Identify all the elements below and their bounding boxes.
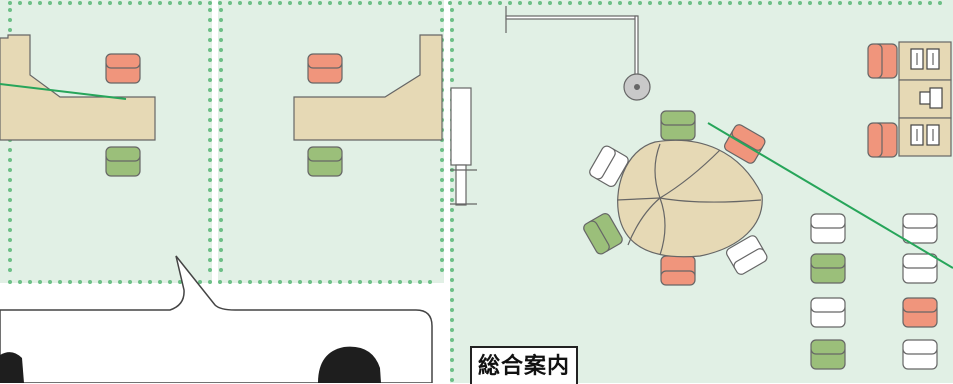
chair-icon [810,213,846,244]
floor-zone-left [0,0,212,283]
desk-icon [293,34,443,141]
person-illustration [318,346,381,383]
partition-panel [450,87,472,166]
chair-icon [810,339,846,370]
stand-post [455,164,467,206]
desk-icon [0,34,156,141]
round-table-icon [581,110,770,286]
sightline [707,122,953,269]
chair-icon [307,146,343,177]
chair-icon [902,339,938,370]
chair-icon [902,213,938,244]
chair-icon [810,297,846,328]
chair-icon [810,253,846,284]
chair-icon [902,297,938,328]
area-label: 総合案内 [470,346,579,384]
sightline [0,83,127,100]
chair-icon [307,53,343,84]
floor-zone-middle [218,0,444,283]
pc-workstation-icon [898,41,952,81]
pc-workstation-icon [898,79,952,119]
person-illustration [0,352,24,383]
pc-workstation-icon [898,117,952,157]
chair-icon [105,53,141,84]
chair-icon [105,146,141,177]
dotted-boundary [8,1,952,383]
speech-bubble-icon [0,255,433,383]
chair-icon [902,253,938,284]
